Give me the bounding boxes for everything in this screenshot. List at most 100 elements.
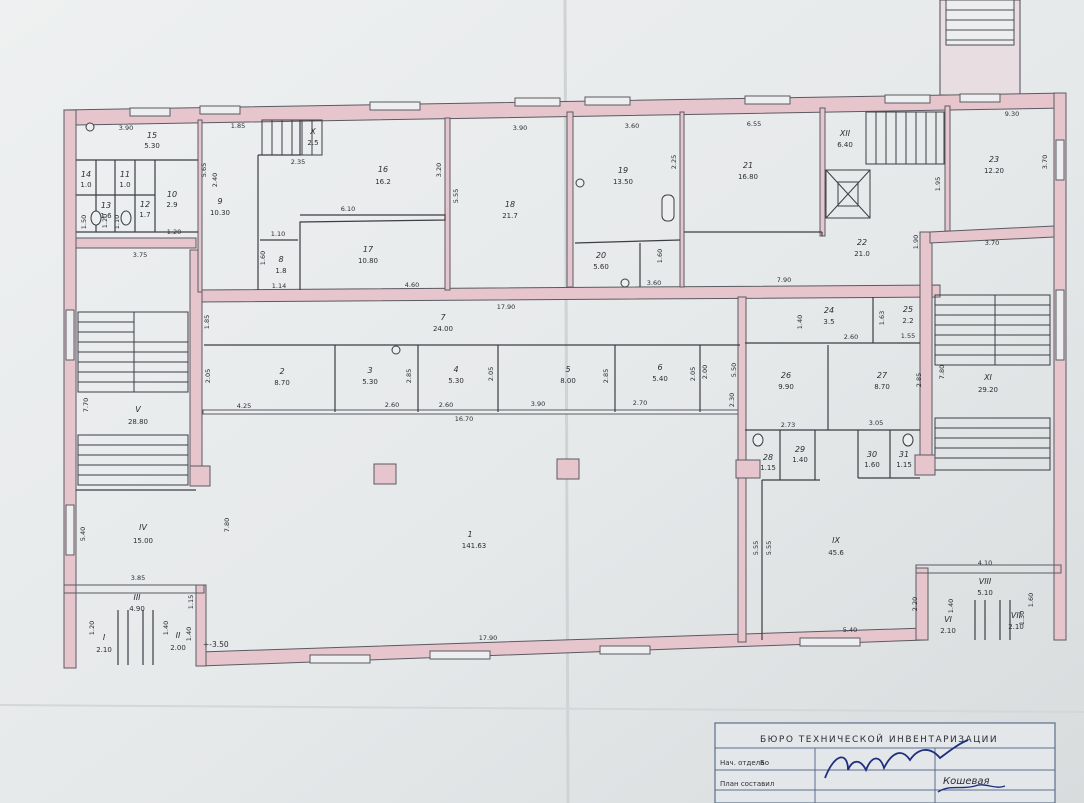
room-26: 269.90	[778, 371, 794, 391]
room-area: 1.7	[139, 211, 150, 219]
room-number: XI	[983, 373, 992, 382]
room-area: 13.50	[613, 178, 633, 186]
dimension: 1.50	[80, 215, 88, 229]
room-area: 2.10	[1008, 623, 1024, 631]
room-area: 29.20	[978, 386, 998, 394]
dimension: 7.90	[777, 276, 791, 284]
room-2: 28.70	[274, 367, 290, 387]
room-28: 281.15	[760, 453, 776, 472]
room-area: 5.60	[593, 263, 609, 271]
dimension: 2.40	[211, 173, 219, 187]
dimension: 5.40	[79, 527, 87, 541]
dimension: 1.85	[231, 122, 245, 130]
dimension: 2.05	[204, 369, 212, 383]
staircase-top-right	[865, 111, 945, 165]
room-8: 81.8	[275, 255, 286, 275]
dimension: 3.90	[531, 400, 545, 408]
dimension: 2.85	[405, 369, 413, 383]
room-7: 724.00	[433, 313, 453, 333]
room-number: 3	[367, 366, 372, 375]
elevator-shaft	[825, 169, 871, 219]
room-XI: XI 29.20	[978, 373, 998, 394]
dimension: 3.70	[985, 239, 999, 247]
room-area: 8.70	[274, 379, 290, 387]
room-number: VII	[1011, 611, 1022, 620]
room-number: 26	[781, 371, 791, 380]
dimension: 1.95	[934, 177, 942, 191]
room-area: 45.6	[828, 549, 844, 557]
room-number: I	[103, 633, 106, 642]
room-area: 12.20	[984, 167, 1004, 175]
room-number: 6	[657, 363, 662, 372]
room-area: 4.90	[129, 605, 145, 613]
dimension: 5.50	[730, 363, 738, 377]
room-20: 205.60	[593, 251, 609, 271]
room-II: II2.00	[170, 631, 186, 652]
room-number: 28	[763, 453, 773, 462]
dimension: 5.65	[200, 163, 208, 177]
room-number: 8	[278, 255, 283, 264]
room-number: 20	[596, 251, 606, 260]
room-number: III	[133, 593, 141, 602]
room-number: 5	[565, 365, 570, 374]
room-number: 24	[824, 306, 834, 315]
dimension: 5.55	[765, 541, 773, 555]
room-19: 19 13.50	[613, 166, 633, 186]
room-V: V28.80	[128, 405, 148, 426]
room-number: 19	[618, 166, 628, 175]
dimension: 3.85	[131, 574, 145, 582]
room-number: 29	[795, 445, 805, 454]
staircase-left	[77, 311, 189, 486]
room-III: III 4.90	[129, 593, 145, 613]
dimension: 2.85	[915, 373, 923, 387]
dimension: 5.40	[843, 626, 857, 634]
dimension: 1.60	[259, 251, 267, 265]
dimension: 2.20	[911, 597, 919, 611]
room-25: 252.2	[902, 305, 913, 325]
dimension: 1.20	[88, 621, 96, 635]
room-10: 102.9	[166, 190, 177, 209]
room-number: 27	[877, 371, 888, 380]
room-number: 15	[147, 131, 157, 140]
room-13: 131.6	[100, 201, 112, 220]
dimension: 2.05	[487, 367, 495, 381]
room-area: 5.40	[652, 375, 668, 383]
dimension: 1.14	[272, 282, 286, 290]
room-area: 9.90	[778, 383, 794, 391]
room-24: 243.5	[823, 306, 834, 326]
room-area: 2.00	[170, 644, 186, 652]
room-area: 1.8	[275, 267, 286, 275]
room-number: 21	[743, 161, 753, 170]
room-5: 58.00	[560, 365, 576, 385]
level-mark: +-3.50	[203, 640, 229, 649]
dimension: 1.90	[912, 235, 920, 249]
dimension-labels: 3.90 1.85 3.90 3.60 6.55 9.30 2.35 6.10 …	[79, 110, 1049, 642]
room-number: 11	[120, 170, 130, 179]
stamp-row1-label: Нач. отдела	[720, 759, 764, 767]
dimension: 3.75	[133, 251, 147, 259]
room-number: 30	[867, 450, 877, 459]
dimension: 1.30	[1018, 611, 1026, 625]
room-area: 141.63	[462, 542, 487, 550]
room-number: 31	[899, 450, 909, 459]
dimension: 1.60	[1027, 593, 1035, 607]
room-area: 8.00	[560, 377, 576, 385]
room-11: 111.0	[119, 170, 130, 189]
dimension: 3.60	[625, 122, 639, 130]
dimension: 1.60	[656, 249, 664, 263]
room-number: 2	[279, 367, 284, 376]
room-area: 24.00	[433, 325, 453, 333]
sanitary-fixtures	[85, 122, 914, 447]
dimension: 4.60	[405, 281, 419, 289]
dimension: 7.80	[938, 365, 946, 379]
dimension: 5.55	[452, 189, 460, 203]
dimension: 2.05	[689, 367, 697, 381]
room-number: 4	[453, 365, 458, 374]
dimension: 1.40	[947, 599, 955, 613]
room-area: 1.15	[896, 461, 912, 469]
